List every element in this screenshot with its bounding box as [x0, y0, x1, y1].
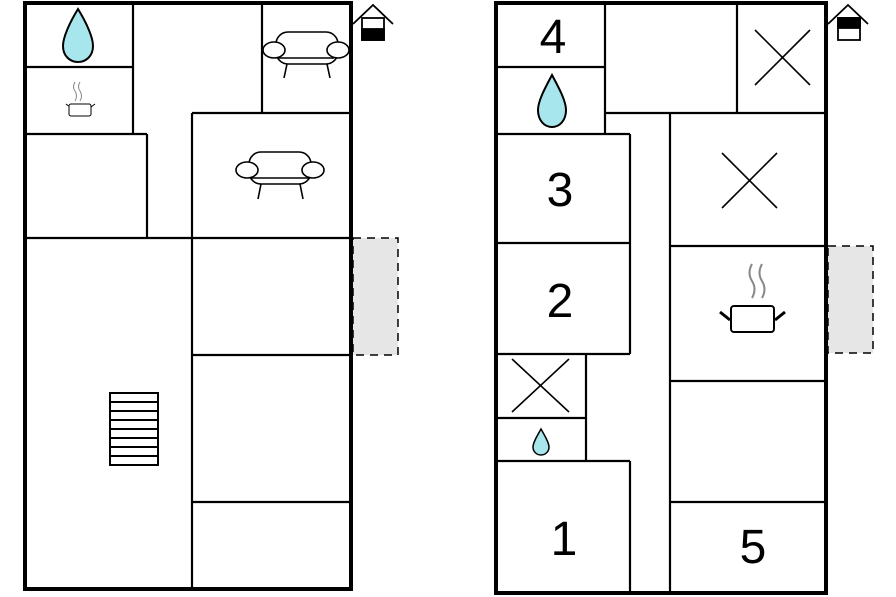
water-drop-icon: [61, 7, 95, 64]
house-level-icon: [827, 3, 869, 41]
bed-cross-icon: [754, 29, 811, 86]
room-number-4: 4: [540, 11, 567, 64]
bed-cross-icon: [511, 358, 570, 413]
room-number-5: 5: [740, 521, 767, 574]
sofa-icon: [262, 31, 350, 79]
water-drop-icon: [532, 427, 550, 456]
balcony-left: [352, 237, 399, 356]
water-drop-icon: [536, 72, 568, 129]
room-number-3: 3: [547, 164, 574, 217]
floor-plan-left: [23, 1, 399, 591]
bed-cross-icon: [721, 152, 778, 209]
house-level-icon: [352, 3, 394, 41]
floor-left-outer-wall: [23, 1, 353, 591]
staircase-icon: [109, 392, 159, 466]
floor-left-inner-walls: [25, 3, 351, 589]
balcony-right: [827, 245, 874, 354]
room-number-1: 1: [551, 513, 578, 566]
floor-right-inner-walls: [496, 3, 826, 593]
floor-right-outer-wall: [494, 1, 828, 595]
floor-plan-right: 4 3 2 1 5: [494, 1, 874, 595]
cooking-pot-icon: [719, 263, 786, 333]
room-number-2: 2: [547, 275, 574, 328]
sofa-icon: [235, 151, 325, 200]
cooking-pot-icon: [65, 81, 96, 117]
